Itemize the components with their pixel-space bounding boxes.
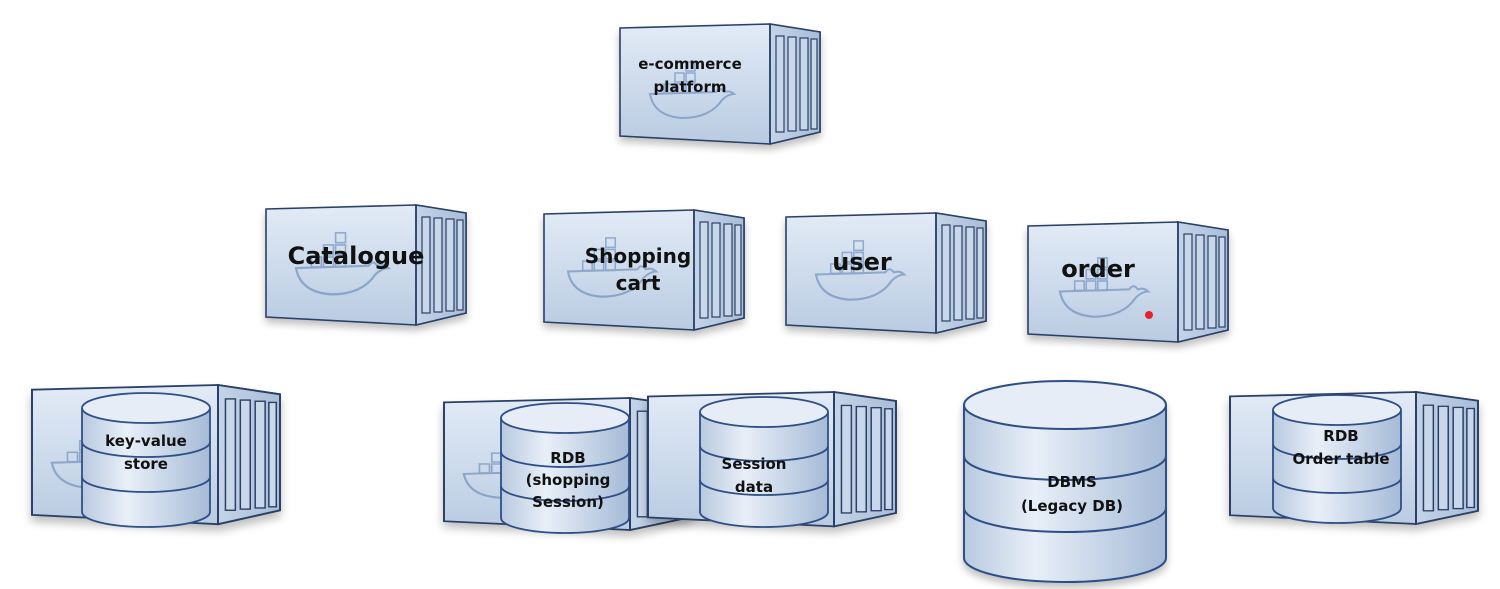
rdb-session-label-line1: RDB [550,449,585,467]
rdb-session-label-line3: Session) [532,493,604,511]
catalogue-label: Catalogue [288,242,425,270]
kv-cylinder [81,392,211,528]
rdb-session-label-line2: (shopping [526,471,611,489]
session-data-label-line1: Session [722,455,787,473]
session-data-cylinder [699,396,829,528]
platform-label-line2: platform [653,78,726,96]
cursor-dot [1145,311,1153,319]
order-label: order [1061,255,1135,283]
dbms-cylinder [963,380,1167,583]
shopping-cart-label-line1: Shopping [585,244,691,268]
kv-label-line2: store [124,455,168,473]
rdb-order-label-line2: Order table [1292,450,1389,468]
rdb-order-label-line1: RDB [1323,427,1358,445]
platform-label-line1: e-commerce [638,55,742,73]
kv-label-line1: key-value [105,432,187,450]
dbms-label-line2: (Legacy DB) [1021,497,1123,515]
shopping-cart-label-line2: cart [616,271,661,295]
user-label: user [832,248,892,276]
shopping-cart-container [543,209,745,331]
rdb-order-cylinder [1272,394,1402,524]
session-data-label-line2: data [735,478,773,496]
rdb-session-cylinder [500,402,630,534]
dbms-label-line1: DBMS [1047,473,1097,491]
